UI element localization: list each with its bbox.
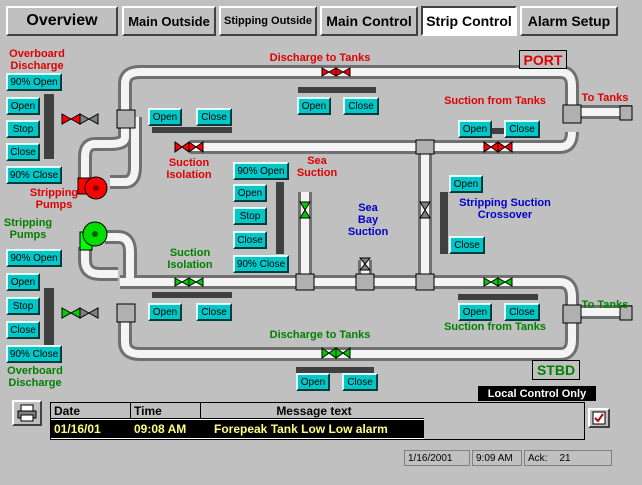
suction-from-tanks-stbd-label: Suction from Tanks bbox=[444, 321, 546, 333]
status-time: 9:09 AM bbox=[472, 450, 522, 466]
overboard-stbd-90-close-button[interactable]: 90% Close bbox=[6, 345, 62, 363]
tab-alarm-setup[interactable]: Alarm Setup bbox=[520, 6, 618, 36]
suction-isolation-port-close-button[interactable]: Close bbox=[196, 108, 232, 126]
local-control-indicator: Local Control Only bbox=[478, 386, 596, 401]
crossover-open-button[interactable]: Open bbox=[449, 175, 483, 193]
alarm-row-time[interactable]: 09:08 AM bbox=[131, 420, 211, 438]
valve-sea-suction bbox=[299, 201, 311, 219]
alarm-table: Date Time Message text 01/16/01 09:08 AM… bbox=[50, 402, 426, 440]
overboard-port-90-close-button[interactable]: 90% Close bbox=[6, 166, 62, 184]
suction-port-close-button[interactable]: Close bbox=[504, 120, 540, 138]
column-header-date: Date bbox=[51, 403, 131, 419]
discharge-port-open-button[interactable]: Open bbox=[297, 97, 331, 115]
status-date: 1/16/2001 bbox=[404, 450, 470, 466]
port-label: PORT bbox=[519, 50, 567, 69]
sea-suction-90-open-button[interactable]: 90% Open bbox=[233, 162, 289, 180]
alarm-row-date[interactable]: 01/16/01 bbox=[51, 420, 131, 438]
valve-discharge-port bbox=[321, 67, 351, 77]
valve-crossover bbox=[419, 201, 431, 219]
tab-stripping-outside[interactable]: Stipping Outside bbox=[219, 6, 317, 36]
printer-icon bbox=[17, 404, 37, 422]
ack-label: Ack: bbox=[528, 452, 548, 464]
stripping-pump-stbd bbox=[79, 221, 108, 251]
overboard-stbd-90-open-button[interactable]: 90% Open bbox=[6, 249, 62, 267]
overboard-stbd-open-button[interactable]: Open bbox=[6, 273, 40, 291]
nav-bar: Overview Main Outside Stipping Outside M… bbox=[0, 0, 642, 42]
suction-stbd-close-button[interactable]: Close bbox=[504, 303, 540, 321]
to-tanks-stbd-label: To Tanks bbox=[581, 299, 629, 311]
tab-main-outside[interactable]: Main Outside bbox=[122, 6, 216, 36]
tab-strip-control[interactable]: Strip Control bbox=[421, 6, 517, 36]
valve-overboard-port bbox=[61, 113, 81, 125]
overboard-stbd-close-button[interactable]: Close bbox=[6, 321, 40, 339]
checkmark-icon bbox=[592, 411, 606, 425]
valve-sea-bay bbox=[358, 257, 372, 271]
discharge-port-close-button[interactable]: Close bbox=[343, 97, 379, 115]
overboard-stbd-stop-button[interactable]: Stop bbox=[6, 297, 40, 315]
sea-suction-90-close-button[interactable]: 90% Close bbox=[233, 255, 289, 273]
suction-from-tanks-port-label: Suction from Tanks bbox=[444, 95, 546, 107]
suction-isolation-stbd-open-button[interactable]: Open bbox=[148, 303, 182, 321]
tab-main-control[interactable]: Main Control bbox=[320, 6, 418, 36]
to-tanks-port-label: To Tanks bbox=[581, 92, 629, 104]
suction-stbd-open-button[interactable]: Open bbox=[458, 303, 492, 321]
stbd-label: STBD bbox=[532, 360, 580, 380]
ack-button[interactable] bbox=[588, 408, 610, 428]
valve-overboard-stbd bbox=[61, 307, 81, 319]
column-header-time: Time bbox=[131, 403, 201, 419]
tab-overview[interactable]: Overview bbox=[6, 6, 118, 36]
suction-isolation-port-open-button[interactable]: Open bbox=[148, 108, 182, 126]
sea-suction-open-button[interactable]: Open bbox=[233, 184, 267, 202]
print-button[interactable] bbox=[12, 400, 42, 426]
overboard-port-stop-button[interactable]: Stop bbox=[6, 120, 40, 138]
discharge-to-tanks-stbd-label: Discharge to Tanks bbox=[269, 329, 371, 341]
sea-suction-stop-button[interactable]: Stop bbox=[233, 207, 267, 225]
column-header-message: Message text bbox=[201, 403, 425, 419]
sea-suction-close-button[interactable]: Close bbox=[233, 231, 267, 249]
crossover-close-button[interactable]: Close bbox=[449, 236, 485, 254]
status-ack: Ack: 21 bbox=[524, 450, 612, 466]
overboard-port-90-open-button[interactable]: 90% Open bbox=[6, 73, 62, 91]
stripping-pump-port bbox=[77, 176, 108, 200]
overboard-port-close-button[interactable]: Close bbox=[6, 143, 40, 161]
alarm-row-message[interactable]: Forepeak Tank Low Low alarm bbox=[211, 420, 425, 438]
piping-diagram bbox=[44, 65, 633, 373]
suction-port-open-button[interactable]: Open bbox=[458, 120, 492, 138]
discharge-stbd-open-button[interactable]: Open bbox=[296, 373, 330, 391]
discharge-stbd-close-button[interactable]: Close bbox=[342, 373, 378, 391]
suction-isolation-stbd-close-button[interactable]: Close bbox=[196, 303, 232, 321]
overboard-port-open-button[interactable]: Open bbox=[6, 97, 40, 115]
discharge-to-tanks-port-label: Discharge to Tanks bbox=[269, 52, 371, 64]
valve-suction-isolation-port bbox=[174, 141, 190, 153]
ack-count: 21 bbox=[559, 452, 571, 464]
alarm-list-frame bbox=[424, 402, 585, 440]
